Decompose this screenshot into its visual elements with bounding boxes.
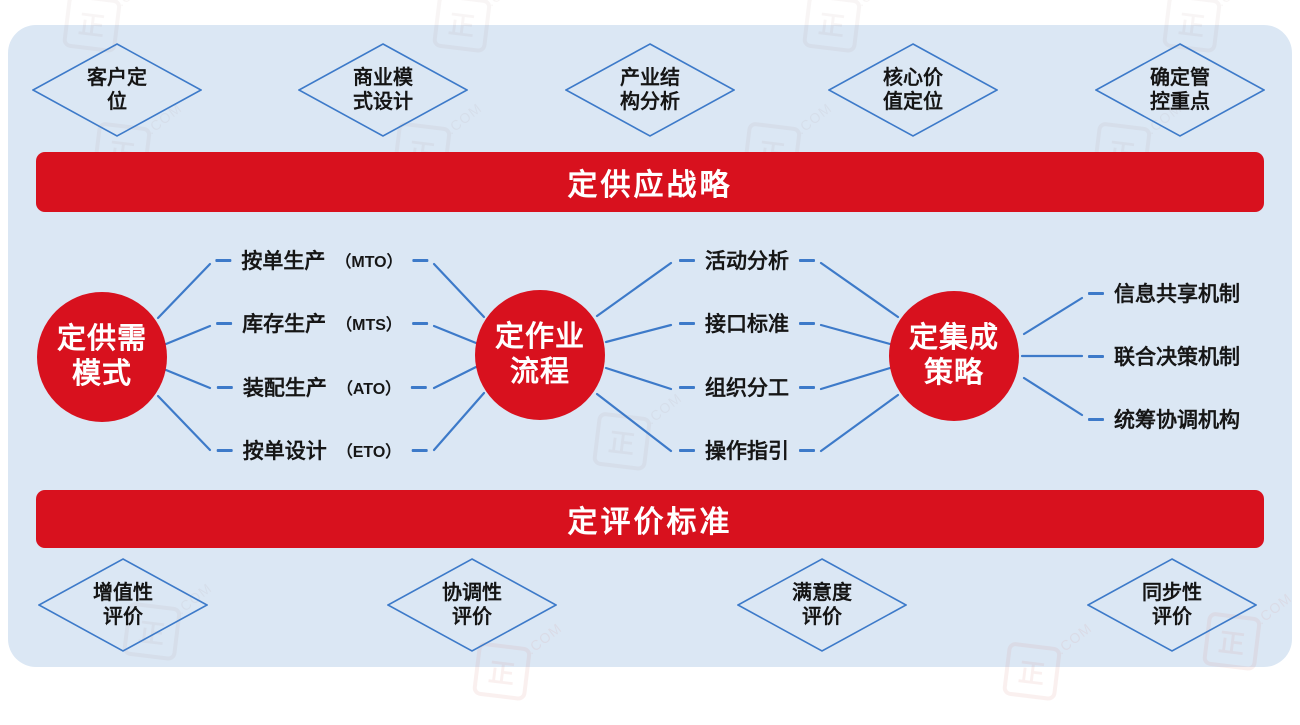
banner-supply-strategy: 定供应战略 <box>36 152 1264 212</box>
dash-icon <box>411 321 428 325</box>
dash-icon <box>799 258 815 262</box>
diamond-label: 值定位 <box>883 91 943 113</box>
circle-supply-demand-mode: 定供需 模式 <box>37 292 167 422</box>
diamond-label: 核心价 <box>883 67 943 89</box>
dash-icon <box>216 321 233 325</box>
diamond-label: 客户定 <box>87 67 147 89</box>
diamond-label: 式设计 <box>353 91 413 113</box>
diamond-synchronization-evaluation: 同步性评价 <box>1087 558 1257 652</box>
diamond-value-added-evaluation: 增值性评价 <box>38 558 208 652</box>
diamond-business-model-design: 商业模式设计 <box>298 43 468 137</box>
diamond-label: 评价 <box>103 606 143 628</box>
diamond-label: 增值性 <box>93 582 153 604</box>
diamond-label: 构分析 <box>620 91 680 113</box>
item-label: 信息共享机制 <box>1114 283 1240 306</box>
item-label: 按单生产 <box>241 250 326 273</box>
diamond-control-focus: 确定管控重点 <box>1095 43 1265 137</box>
diamond-label: 评价 <box>452 606 492 628</box>
dash-icon <box>411 448 428 452</box>
circle-label: 定作业 <box>494 320 585 353</box>
dash-icon <box>679 258 695 262</box>
item-label: 操作指引 <box>705 440 789 463</box>
circle-label: 流程 <box>509 356 570 388</box>
dash-icon <box>215 258 232 262</box>
dash-icon <box>799 385 815 389</box>
item-organization-division: 组织分工 <box>679 372 815 402</box>
item-mto: 按单生产 （MTO） <box>215 245 429 275</box>
item-label: 库存生产 <box>242 313 327 336</box>
item-interface-standard: 接口标准 <box>679 308 815 338</box>
diamond-label: 确定管 <box>1150 67 1210 89</box>
item-label: 统筹协调机构 <box>1114 409 1240 432</box>
banner-evaluation-standard: 定评价标准 <box>36 490 1264 548</box>
item-label: 组织分工 <box>705 377 789 400</box>
diamond-label: 满意度 <box>792 582 852 604</box>
circle-label: 定供需 <box>56 322 147 355</box>
dash-icon <box>799 321 815 325</box>
circle-label: 定集成 <box>908 321 999 354</box>
dash-icon <box>412 258 429 262</box>
item-code: （ATO） <box>336 381 402 398</box>
diamond-label: 商业模 <box>353 67 413 89</box>
dash-icon <box>679 448 695 452</box>
diamond-coordination-evaluation: 协调性评价 <box>387 558 557 652</box>
item-info-sharing: 信息共享机制 <box>1088 278 1240 308</box>
circle-integration-strategy: 定集成 策略 <box>889 291 1019 421</box>
dash-icon <box>1088 417 1104 421</box>
dash-icon <box>216 385 233 389</box>
diamond-label: 控重点 <box>1150 91 1210 113</box>
item-label: 装配生产 <box>242 377 327 400</box>
circle-label: 策略 <box>923 357 984 389</box>
diamond-satisfaction-evaluation: 满意度评价 <box>737 558 907 652</box>
dash-icon <box>679 385 695 389</box>
dash-icon <box>411 385 428 389</box>
diamond-label: 位 <box>107 91 127 113</box>
item-joint-decision: 联合决策机制 <box>1088 341 1240 371</box>
dash-icon <box>1088 354 1104 358</box>
banner-label: 定评价标准 <box>567 506 733 539</box>
item-label: 活动分析 <box>705 250 789 273</box>
diamond-label: 产业结 <box>620 67 680 89</box>
diamond-label: 评价 <box>1152 606 1192 628</box>
item-code: （MTO） <box>335 254 403 271</box>
item-operation-guide: 操作指引 <box>679 435 815 465</box>
circle-label: 模式 <box>71 358 132 390</box>
item-mts: 库存生产 （MTS） <box>216 308 428 338</box>
dash-icon <box>216 448 233 452</box>
diamond-label: 评价 <box>802 606 842 628</box>
item-ato: 装配生产 （ATO） <box>216 372 428 402</box>
dash-icon <box>799 448 815 452</box>
item-code: （ETO） <box>336 444 402 461</box>
diagram-panel <box>8 25 1292 667</box>
dash-icon <box>1088 291 1104 295</box>
item-code: （MTS） <box>336 317 402 334</box>
diamond-industry-structure-analysis: 产业结构分析 <box>565 43 735 137</box>
dash-icon <box>679 321 695 325</box>
item-coordination-body: 统筹协调机构 <box>1088 404 1240 434</box>
diamond-core-value-positioning: 核心价值定位 <box>828 43 998 137</box>
item-activity-analysis: 活动分析 <box>679 245 815 275</box>
diamond-customer-positioning: 客户定位 <box>32 43 202 137</box>
item-eto: 按单设计 （ETO） <box>216 435 428 465</box>
item-label: 按单设计 <box>242 440 327 463</box>
diamond-label: 同步性 <box>1142 582 1202 604</box>
diamond-label: 协调性 <box>442 582 502 604</box>
circle-operation-process: 定作业 流程 <box>475 290 605 420</box>
banner-label: 定供应战略 <box>567 169 733 202</box>
item-label: 接口标准 <box>705 313 789 336</box>
item-label: 联合决策机制 <box>1114 346 1240 369</box>
